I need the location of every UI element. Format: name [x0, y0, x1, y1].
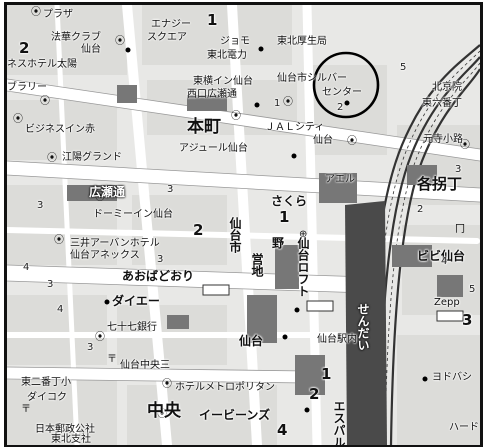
block-number: 2 [309, 385, 320, 403]
block-number: 4 [277, 421, 288, 439]
label-sakura: さくら [271, 194, 308, 208]
highlight-circle [312, 51, 380, 119]
label-nihon-1: 日本郵政公社 [35, 424, 95, 435]
label-energy-square-1: エナジー [151, 19, 191, 30]
map-area[interactable]: ⦿ ⦿ ⦿ ⦿ ⦿ ⦿ ⦿ ⦿ ⦿ ⦿ ⦿ ⦿ ⦿ ⦿ 〒 〒 冂 ⊕ プラザ … [4, 2, 483, 447]
label-toyoko-2: 西口広瀬通 [187, 89, 237, 100]
block-number: 1 [207, 11, 218, 29]
block-number: 3 [87, 342, 94, 353]
hotel-icon: ⦿ [47, 153, 57, 164]
label-mitsui-1: 三井アーバンホテル [70, 238, 160, 249]
block-number: 3 [462, 311, 473, 329]
hotel-icon: ⦿ [115, 36, 125, 47]
label-metropolitan: ホテルメトロポリタン [175, 382, 275, 393]
label-sendai-silver-2: センター [322, 87, 362, 98]
label-yodobashi: ヨドバシ [432, 372, 472, 383]
label-plaza: プラザ [43, 9, 73, 20]
bank-icon: ⊕ [299, 229, 308, 240]
label-sendai-under-club: 仙台 [81, 44, 101, 55]
block-number: 1 [279, 208, 290, 226]
label-tohoku-electric: 東北電力 [207, 50, 247, 61]
hotel-icon: ⦿ [40, 96, 50, 107]
label-sendai-station: せんだい [356, 303, 370, 351]
block-number: 2 [417, 204, 424, 215]
block-number: 1 [274, 98, 281, 109]
block-number: 3 [37, 200, 44, 211]
label-shichijushichi: 七十七銀行 [107, 322, 157, 333]
block-number: 4 [23, 262, 30, 273]
label-chikatetsu: 営地 [250, 253, 264, 277]
hotel-icon: ⦿ [347, 136, 357, 147]
hotel-icon: ⦿ [231, 111, 241, 122]
label-daikoku: ダイコク [27, 392, 67, 403]
block-number: 5 [400, 62, 407, 73]
station-building [345, 201, 387, 445]
map-base [7, 5, 480, 445]
label-chuo: 中央 [147, 401, 181, 421]
label-daiei: ダイエー [112, 294, 160, 308]
label-hirose-dori: 広瀬通 [89, 185, 126, 199]
label-mitsui-2: 仙台アネックス [70, 250, 140, 261]
label-jal-city-1: ＪＡＬシティ [265, 122, 325, 133]
block-number: 3 [47, 279, 54, 290]
label-business-inn: ビジネスイン赤 [25, 124, 95, 135]
label-vivi-sendai: ビビ仙台 [417, 249, 466, 263]
block-number: 3 [167, 184, 174, 195]
label-sendai-low: 仙台 [239, 334, 264, 348]
label-hard: ハード [449, 422, 479, 433]
label-sendai-shi: 仙台市 [228, 217, 242, 253]
label-s-pal: エスパル [332, 400, 346, 447]
block-number: 3 [157, 254, 164, 265]
label-energy-square-2: スクエア [147, 32, 187, 43]
label-higashi-6: 東六番丁 [422, 98, 462, 109]
hotel-icon: ⦿ [31, 7, 41, 18]
block-number: 2 [19, 39, 30, 57]
label-zepp: Zepp [434, 297, 460, 308]
label-jomo: ジョモ [220, 36, 250, 47]
label-nihon-2: 東北支社 [51, 434, 91, 445]
block-number: 1 [321, 365, 332, 383]
block-number: 5 [469, 284, 476, 295]
label-library: ブラリー [7, 82, 47, 93]
hotel-icon: ⦿ [95, 332, 105, 343]
label-lawyers-club: 法華クラブ [51, 32, 101, 43]
label-sendai-silver-1: 仙台市シルバー [277, 73, 347, 84]
post-office-icon: 〒 [107, 354, 117, 365]
label-no: 野 [272, 236, 285, 250]
block-number: 2 [193, 221, 204, 239]
block-number: 4 [57, 304, 64, 315]
hotel-icon: ⦿ [162, 379, 172, 390]
label-kakusuke: 各拐丁 [417, 175, 463, 193]
hotel-icon: ⦿ [95, 192, 105, 203]
label-motoderakoji: 元寺小路 [423, 134, 463, 145]
label-edoya-grand: 江陽グランド [62, 152, 122, 163]
label-kita-clinic: 北京院 [432, 82, 462, 93]
hotel-icon: ⦿ [13, 114, 23, 125]
label-sendai-chuo: 仙台中央三 [120, 360, 170, 371]
block-number: 3 [455, 164, 462, 175]
label-higashi-2: 東二番丁小 [21, 377, 71, 388]
gate-icon: 冂 [455, 224, 465, 235]
label-dormy-inn: ドーミーイン仙台 [93, 209, 173, 220]
label-ebeans: イービーンズ [199, 408, 271, 422]
hotel-icon: ⦿ [157, 409, 167, 420]
label-sendai-station-bldg: 仙台駅内 [317, 334, 357, 345]
block-number: 4 [441, 256, 448, 267]
post-office-icon: 〒 [21, 404, 31, 415]
label-ajul-sendai: アジュール仙台 [179, 143, 248, 154]
label-aoba-dori: あおばどおり [122, 269, 195, 283]
label-honmachi: 本町 [187, 117, 221, 137]
label-sendai-loft: 仙台ロフト [296, 237, 310, 297]
hotel-icon: ⦿ [54, 235, 64, 246]
hotel-icon: ⦿ [283, 97, 293, 108]
block-number: 2 [337, 102, 344, 113]
label-tohoku-welfare: 東北厚生局 [277, 36, 327, 47]
label-toyoko-1: 東横イン仙台 [193, 76, 253, 87]
hotel-icon: ⦿ [460, 140, 470, 151]
label-aeru: アエル [325, 174, 355, 185]
label-hotel-taiyo: ネスホテル太陽 [7, 59, 77, 70]
label-jal-city-2: 仙台 [313, 135, 333, 146]
